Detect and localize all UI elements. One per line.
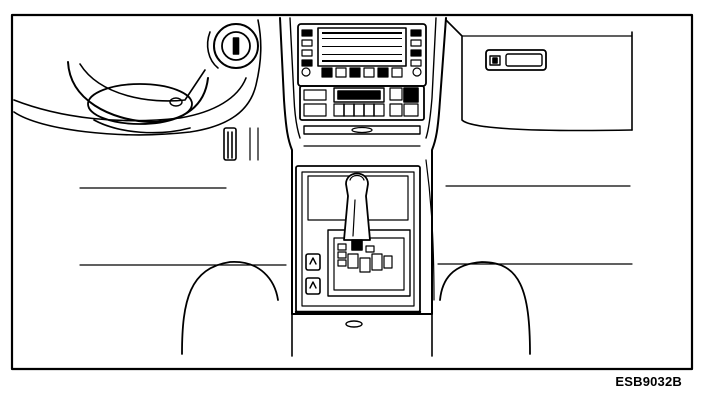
audio-head-unit — [298, 24, 426, 86]
steering-column-area — [14, 20, 286, 354]
gear-shift-lever — [344, 174, 370, 251]
shift-console-bezel — [296, 166, 420, 312]
passenger-dashboard — [426, 20, 632, 354]
gear-position-indicators — [338, 244, 392, 272]
audio-right-buttons — [411, 30, 421, 76]
console-latch — [346, 321, 362, 327]
preset-buttons — [322, 68, 402, 77]
steering-column-shroud — [80, 64, 205, 133]
passenger-seat — [440, 262, 530, 354]
climate-control-panel — [300, 86, 424, 120]
figure-frame — [12, 15, 692, 369]
console-switches — [306, 254, 320, 294]
hood-release-lever — [224, 128, 236, 160]
audio-left-buttons — [302, 30, 312, 76]
figure-code-label: ESB9032B — [615, 374, 682, 389]
ignition-lock-icon — [208, 24, 258, 68]
center-console — [280, 18, 446, 356]
glovebox-handle — [486, 50, 546, 70]
driver-seat — [182, 262, 278, 354]
